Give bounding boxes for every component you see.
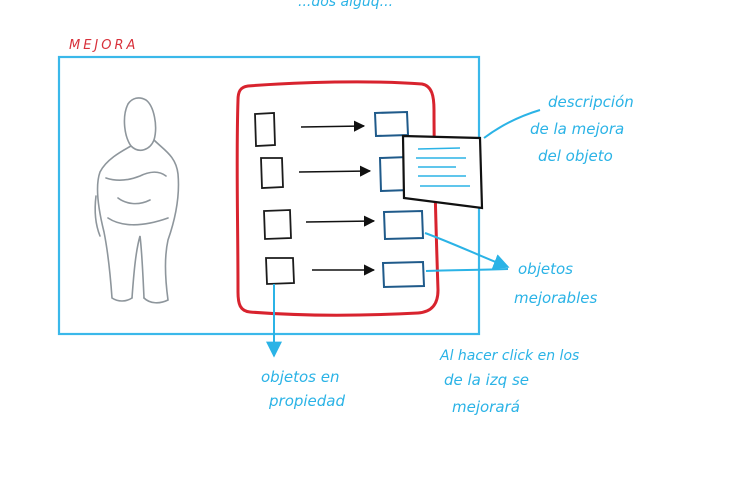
improvable-object-slot [381, 260, 426, 289]
inventory-row [254, 110, 410, 147]
character-silhouette-icon [94, 97, 180, 304]
inventory-panel [235, 80, 440, 317]
description-note-line: descripción [548, 93, 634, 111]
inventory-row [260, 155, 411, 193]
inventory-row [263, 209, 425, 241]
click-note-line: mejorará [452, 398, 520, 416]
owned-object-slot[interactable] [254, 112, 276, 147]
click-behavior-note: Al hacer click en los de la izq se mejor… [439, 348, 579, 416]
click-note-line: de la izq se [444, 371, 529, 389]
description-document-icon [401, 134, 484, 210]
improvable-object-slot [382, 209, 425, 241]
improvable-object-slot [373, 110, 410, 138]
description-note: descripción de la mejora del objeto [530, 93, 634, 165]
description-note-line: de la mejora [530, 120, 624, 138]
owned-objects-note: objetos en propiedad [261, 368, 345, 410]
improvable-objects-note: objetos mejorables [514, 260, 597, 307]
top-cutoff-text: ...dos alguq... [298, 0, 393, 10]
improvable-note-line: objetos [518, 260, 573, 278]
screen-title: MEJORA [69, 38, 138, 53]
owned-object-slot[interactable] [263, 209, 292, 240]
improvable-note-line: mejorables [514, 289, 597, 307]
improvable-connector [425, 268, 509, 272]
inventory-row [265, 257, 426, 289]
owned-note-line: propiedad [268, 392, 345, 410]
description-connector [483, 109, 541, 139]
description-note-line: del objeto [538, 147, 613, 165]
owned-object-slot[interactable] [265, 257, 295, 285]
click-note-line: Al hacer click en los [439, 348, 579, 364]
owned-object-slot[interactable] [260, 157, 284, 189]
owned-note-line: objetos en [261, 368, 339, 386]
improvable-connector [424, 232, 510, 270]
